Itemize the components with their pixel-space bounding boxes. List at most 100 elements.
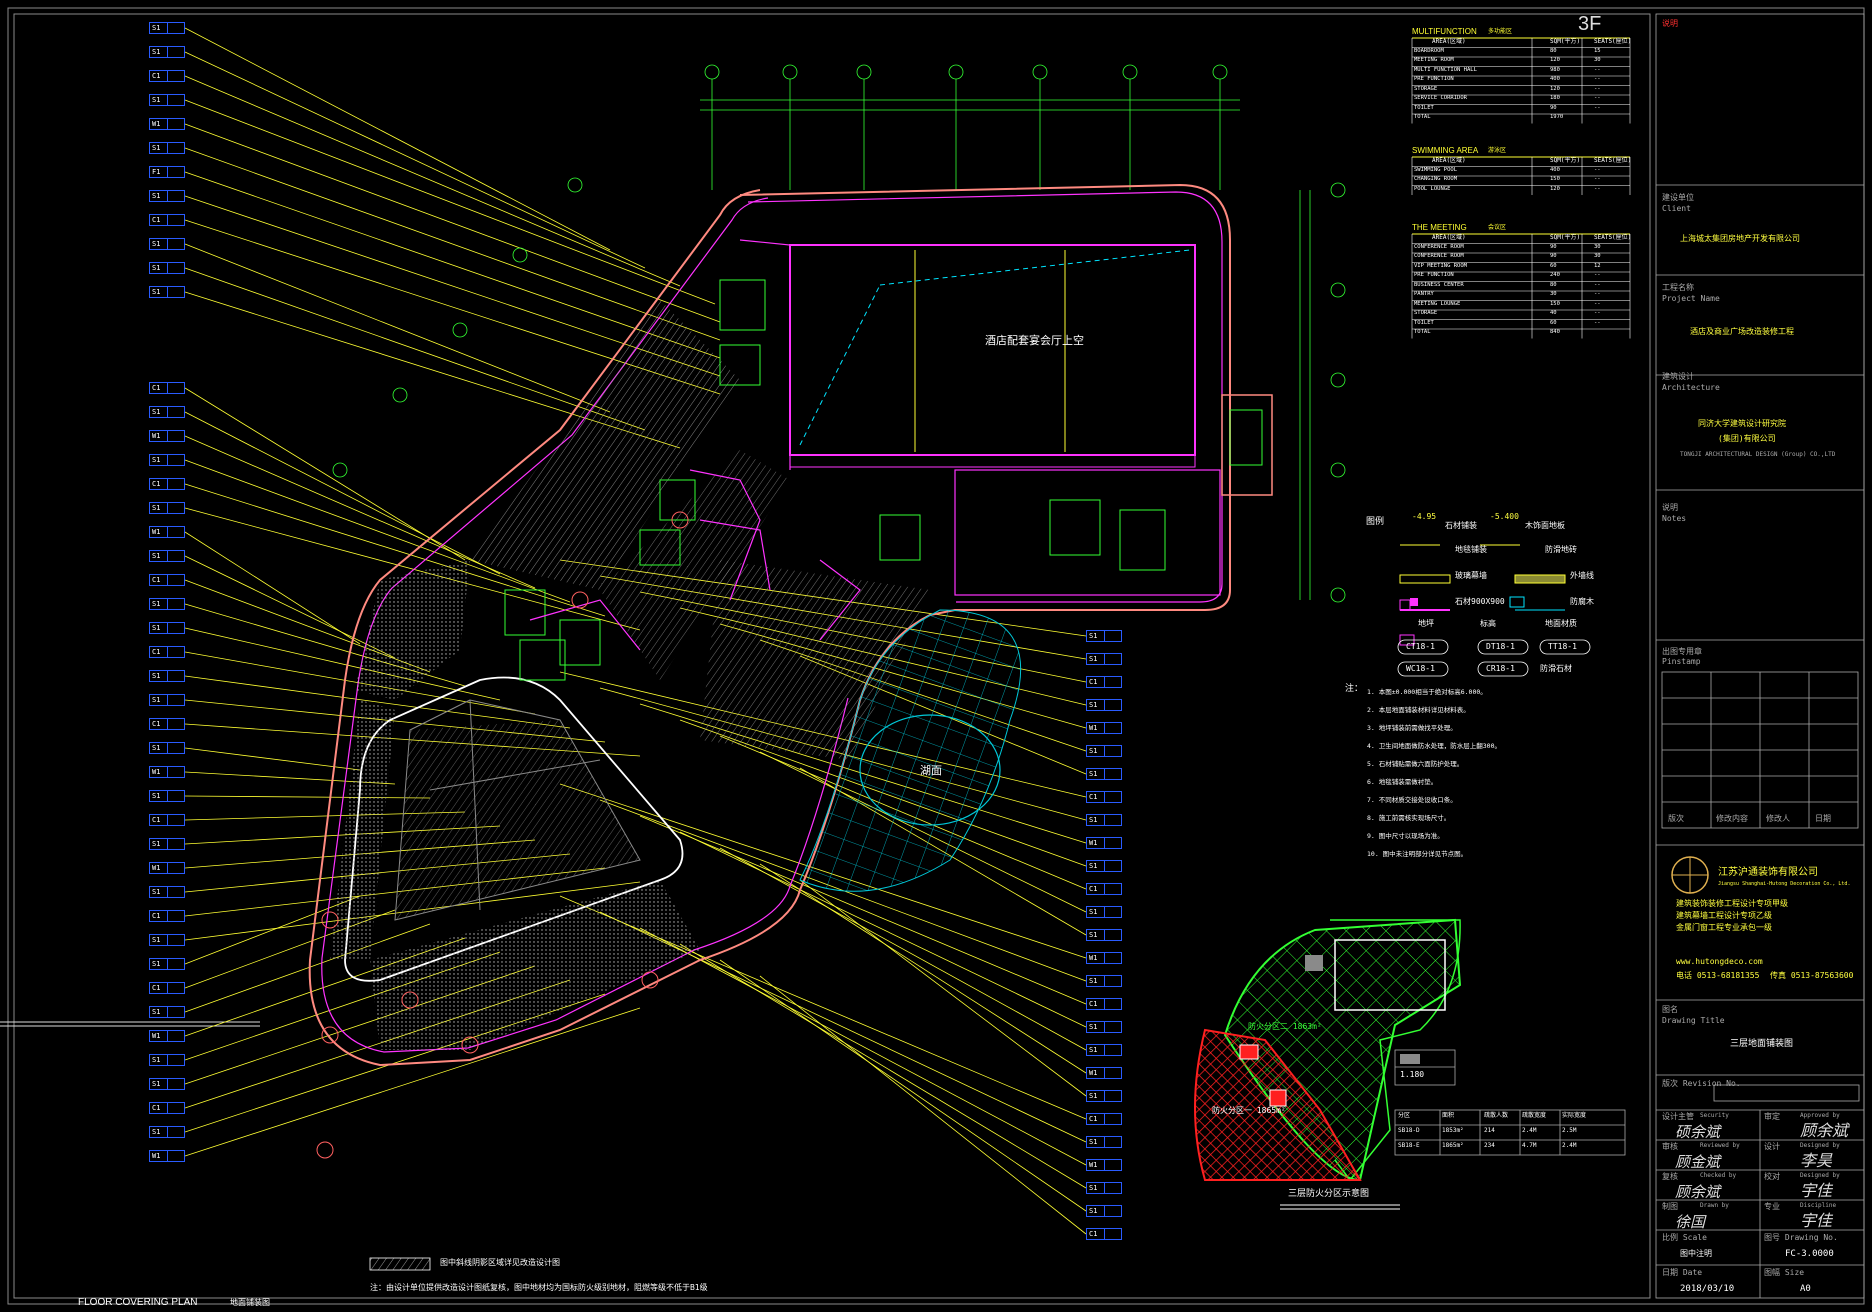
material-tag-left: C1 [149,70,185,82]
leader-line [184,411,501,575]
material-tag-divider [167,887,168,897]
tb-signature: 顾余斌 [1800,1121,1849,1140]
material-tag-divider [1104,930,1105,940]
tb-role-label: 审定 [1764,1112,1780,1121]
material-tag-divider [1104,999,1105,1009]
grid-bubble [782,64,798,80]
material-tag-divider [167,983,168,993]
area-table-cell: 90 [1550,253,1557,259]
material-tag-divider [167,191,168,201]
leader-line [184,99,716,305]
material-tag-divider [1104,746,1105,756]
tb-architect-value-2: (集团)有限公司 [1718,434,1776,443]
area-table-cell: POOL LOUNGE [1414,185,1451,192]
legend-item: 地坪 [1418,619,1434,628]
leader-line [184,675,571,729]
leader-line [184,27,611,251]
material-tag-right: W1 [1086,722,1122,734]
grid-bubble [856,64,872,80]
material-tag-code: W1 [152,120,161,128]
area-table-cell: -- [1594,66,1601,73]
area-table-cell: -- [1594,85,1601,92]
material-tag-right: S1 [1086,1182,1122,1194]
tb-role-label-en: Reviewed by [1700,1142,1740,1149]
material-tag-right: C1 [1086,676,1122,688]
grid-axes-top [332,64,1346,603]
material-tag-divider [1104,792,1105,802]
bottom-note: 注：由设计单位提供改造设计图纸复核，图中地材均为国标防火级别地材，阻燃等级不低于… [370,1283,708,1292]
material-tag-left: F1 [149,166,185,178]
material-tag-left: W1 [149,430,185,442]
material-tag-divider [167,119,168,129]
material-tag-code: S1 [1089,862,1098,870]
material-tag-divider [167,1151,168,1161]
material-tag-left: W1 [149,766,185,778]
grid-bubble [1330,587,1346,603]
material-tag-divider [167,1055,168,1065]
tb-architect-label: 建筑设计 [1662,372,1694,381]
tb-firm-fax: 传真 0513-87563600 [1770,971,1854,980]
grid-bubble [1122,64,1138,80]
key-plan-table-cell: 2.4M [1522,1127,1537,1134]
plan-title: FLOOR COVERING PLAN [78,1297,198,1308]
material-tag-left: S1 [149,934,185,946]
tb-drawing-no-value: FC-3.0000 [1785,1249,1834,1259]
note-line: 10. 图中未注明部分详见节点图。 [1367,850,1468,858]
tb-remarks-label: 说明 [1662,503,1678,512]
legend-item: 防腐木 [1570,597,1594,606]
material-tag-divider [167,1031,168,1041]
area-table-cell: 30 [1550,291,1557,297]
material-tag-divider [167,911,168,921]
material-tag-left: S1 [149,742,185,754]
material-tag-code: S1 [1089,632,1098,640]
area-table-cell: PRE FUNCTION [1414,76,1454,82]
material-tag-divider [167,599,168,609]
tb-client-value: 上海城太集团房地产开发有限公司 [1680,234,1800,243]
note-line: 3. 地坪铺装前需做找平处理。 [1367,724,1457,732]
leader-line [184,51,646,269]
material-tag-code: S1 [1089,747,1098,755]
material-tag-right: S1 [1086,906,1122,918]
legend-code: WC18-1 [1406,664,1435,673]
material-tag-right: S1 [1086,630,1122,642]
area-table-cell: 840 [1550,329,1560,335]
area-table-cell: MEETING ROOM [1414,57,1454,63]
tb-firm-tel: 电话 0513-68181355 [1676,971,1760,980]
tb-notes-label: 说明 [1662,19,1678,28]
key-plan-legend-level: 1.180 [1400,1070,1425,1079]
material-tag-code: C1 [1089,1115,1098,1123]
tb-signature: 顾余斌 [1675,1183,1721,1201]
tb-role-label-en: Approved by [1800,1112,1840,1119]
leader-line [184,531,361,645]
key-plan-table-cell: 1853m² [1442,1127,1464,1134]
material-tag-code: F1 [152,168,161,176]
area-table-header: SQM(平方) [1550,38,1581,45]
area-table-cell: 180 [1550,95,1560,101]
key-plan-table-cell: SB18-D [1398,1127,1420,1134]
area-table-cell: STORAGE [1414,310,1438,316]
tb-signature: 宇佳 [1800,1211,1833,1230]
material-tag-divider [167,551,168,561]
area-table-cell: STORAGE [1414,85,1438,92]
area-table-cell: 980 [1550,66,1560,73]
material-tag-code: C1 [152,576,161,584]
material-tag-left: C1 [149,1102,185,1114]
area-table-cell: PRE FUNCTION [1414,272,1454,278]
banquet-hall-void [789,244,1196,456]
tb-architect-label-en: Architecture [1662,383,1720,392]
area-table-cell: 40 [1550,310,1557,316]
area-table-cell: -- [1594,319,1601,326]
tb-role-label: 审核 [1662,1142,1678,1151]
grid-bubble [1330,282,1346,298]
legend-item: 防滑地砖 [1545,545,1577,554]
leader-line [184,459,571,603]
material-tag-left: C1 [149,478,185,490]
material-tag-divider [1104,1091,1105,1101]
material-tag-code: S1 [152,456,161,464]
area-table-title: SWIMMING AREA [1412,146,1479,155]
area-table-cell: MULTI FUNCTION HALL [1414,66,1477,73]
material-tag-divider [167,719,168,729]
note-line: 7. 不同材质交接处设收口条。 [1367,796,1457,804]
material-tag-code: S1 [152,408,161,416]
tb-signature: 李昊 [1800,1151,1833,1170]
